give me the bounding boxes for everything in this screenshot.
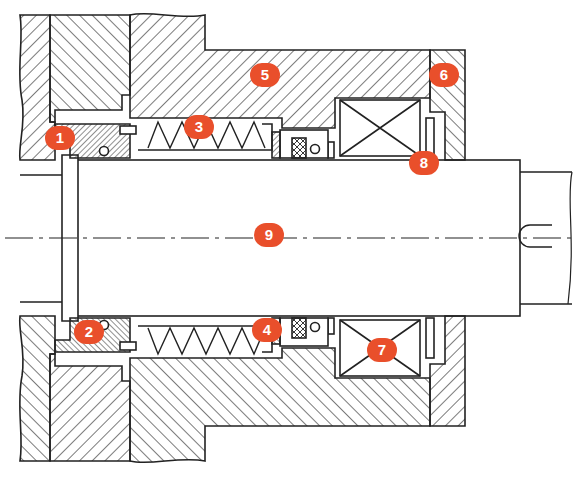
callout-number: 2: [74, 320, 104, 344]
callout-number: 1: [45, 126, 75, 150]
callout-number: 5: [250, 63, 280, 87]
callout-number: 7: [367, 338, 397, 362]
callout-number: 6: [429, 63, 459, 87]
callout-number: 9: [254, 223, 284, 247]
callout-number: 3: [184, 115, 214, 139]
callout-number: 8: [409, 151, 439, 175]
callout-number: 4: [252, 318, 282, 342]
